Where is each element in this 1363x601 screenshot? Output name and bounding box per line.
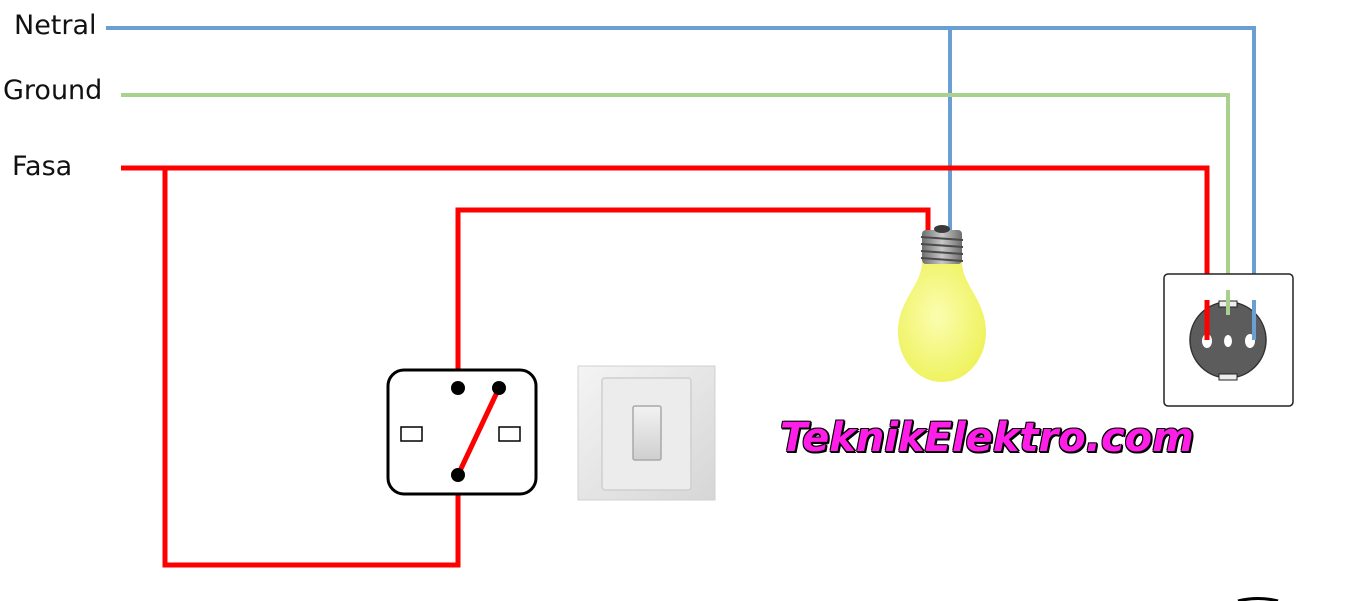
- switch-terminal-top-right: [492, 381, 506, 395]
- switch-terminal-bottom: [451, 468, 465, 482]
- ground-label: Ground: [3, 75, 103, 106]
- netral-wire: [106, 26, 1256, 341]
- corner-fragment: [1237, 597, 1279, 601]
- fasa-label: Fasa: [12, 151, 73, 182]
- switch-lever: [455, 386, 502, 477]
- outlet-hole-center: [1224, 335, 1232, 347]
- rocker-button: [632, 405, 662, 461]
- switch-contact-left: [400, 426, 423, 442]
- switch-contact-right: [498, 426, 521, 442]
- light-bulb-icon: [898, 225, 986, 382]
- power-outlet: [1163, 273, 1294, 407]
- switch-terminal-top-left: [451, 381, 465, 395]
- switch-symbol: [386, 368, 538, 496]
- watermark-text: TeknikElektro.com: [780, 415, 1194, 461]
- ground-wire: [121, 93, 1230, 315]
- ground-clip-bottom: [1218, 373, 1238, 381]
- wall-switch-image: [577, 365, 716, 501]
- netral-label: Netral: [14, 10, 97, 41]
